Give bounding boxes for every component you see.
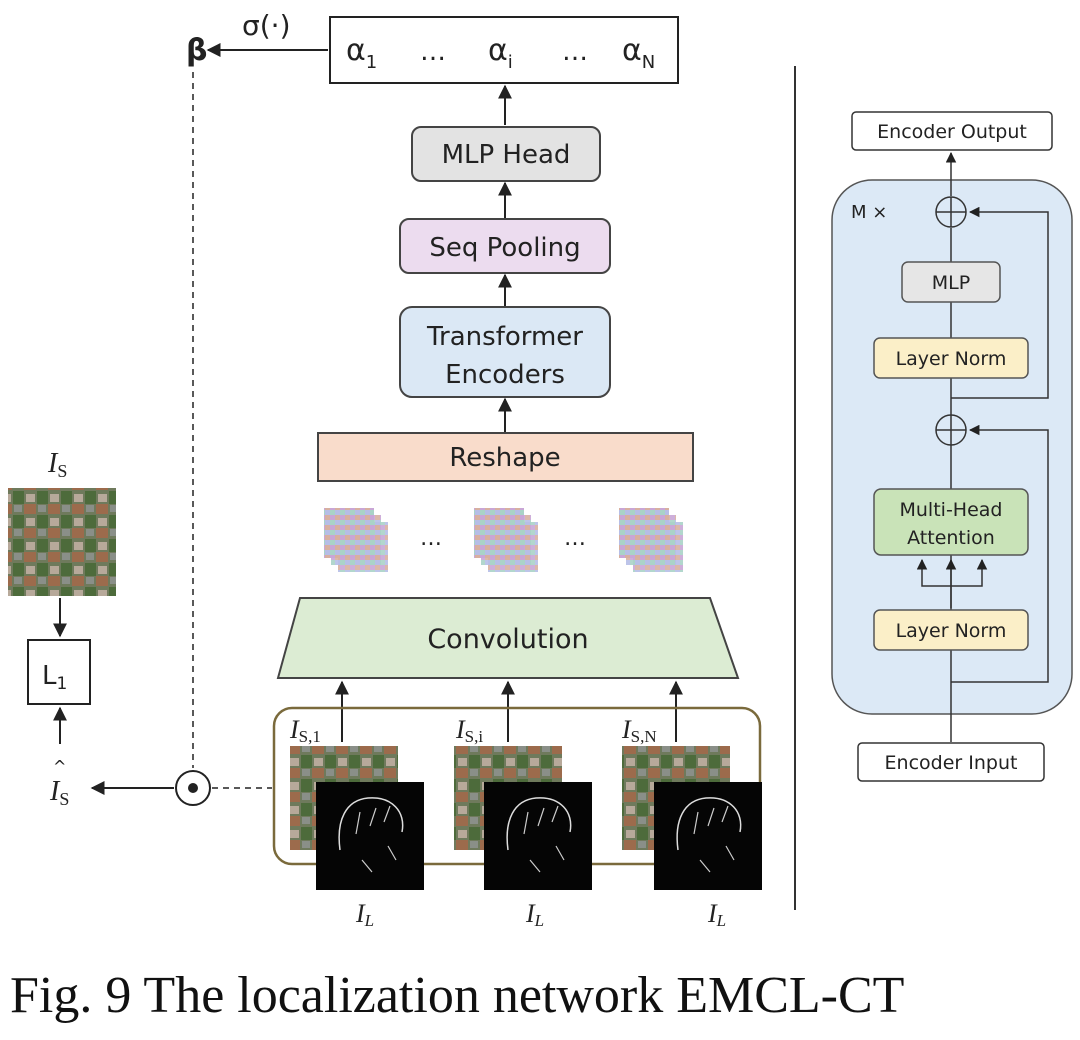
mha-label-line2: Attention xyxy=(907,527,995,549)
input-label-sn: IS,N xyxy=(621,715,657,746)
alpha-ellipsis-1: … xyxy=(420,37,446,67)
mlp-label: MLP xyxy=(932,272,970,294)
figure-caption: Fig. 9 The localization network EMCL-CT xyxy=(10,966,904,1025)
reshape-block: Reshape xyxy=(317,432,694,482)
patch-stack-3 xyxy=(619,508,683,572)
input-label-ln: IL xyxy=(707,899,726,930)
mha-label-line1: Multi-Head xyxy=(900,499,1003,521)
input-label-li: IL xyxy=(525,899,544,930)
repeat-label: M × xyxy=(851,202,887,223)
encoder-block-bg xyxy=(831,179,1073,715)
add-node-bottom xyxy=(935,414,967,446)
convolution-label: Convolution xyxy=(427,624,588,655)
line-image-l1 xyxy=(316,782,424,890)
transformer-label-line2: Encoders xyxy=(445,360,565,390)
transformer-encoders-block: Transformer Encoders xyxy=(399,306,611,398)
is-label: IS xyxy=(47,448,67,481)
line-image-li xyxy=(484,782,592,890)
beta-label: β xyxy=(186,33,207,68)
patch-ellipsis-2: … xyxy=(564,526,586,551)
line-image-ln xyxy=(654,782,762,890)
alpha-1: α1 xyxy=(346,33,377,73)
layer-norm-bottom-label: Layer Norm xyxy=(896,620,1007,642)
encoder-output-box: Encoder Output xyxy=(851,111,1053,151)
patch-ellipsis-1: … xyxy=(420,526,442,551)
mlp-block: MLP xyxy=(901,261,1001,303)
caption-name: EMCL-CT xyxy=(676,967,905,1024)
caption-prefix: Fig. 9 The localization network xyxy=(10,967,677,1024)
patch-stack-2 xyxy=(474,508,538,572)
encoder-input-label: Encoder Input xyxy=(885,752,1018,774)
alpha-ellipsis-2: … xyxy=(562,37,588,67)
add-node-top xyxy=(935,196,967,228)
multi-head-attention-block: Multi-Head Attention xyxy=(873,488,1029,556)
encoder-input-box: Encoder Input xyxy=(857,742,1045,782)
layer-norm-top-block: Layer Norm xyxy=(873,337,1029,379)
reshape-label: Reshape xyxy=(449,443,560,473)
l1-loss-box: L1 xyxy=(27,639,91,705)
sigma-label: σ(·) xyxy=(242,9,291,42)
seq-pooling-label: Seq Pooling xyxy=(429,233,580,263)
transformer-label-line1: Transformer xyxy=(426,322,583,352)
input-label-s1: IS,1 xyxy=(289,715,321,746)
layer-norm-top-label: Layer Norm xyxy=(896,348,1007,370)
layer-norm-bottom-block: Layer Norm xyxy=(873,609,1029,651)
patch-stack-1 xyxy=(324,508,388,572)
seq-pooling-block: Seq Pooling xyxy=(399,218,611,274)
residual-connection-1 xyxy=(951,424,1049,683)
elementwise-product-node xyxy=(175,770,211,806)
mlp-head-label: MLP Head xyxy=(442,140,571,170)
input-label-si: IS,i xyxy=(455,715,483,746)
qkv-arrows xyxy=(916,558,988,608)
convolution-block: Convolution xyxy=(276,597,740,679)
alpha-i: αi xyxy=(488,33,513,73)
is-aerial-image xyxy=(8,488,116,596)
is-hat-label: IS xyxy=(49,776,69,809)
hat-mark: ^ xyxy=(53,757,66,776)
l1-label: L1 xyxy=(42,661,67,694)
residual-connection-2 xyxy=(951,206,1049,399)
input-label-l1: IL xyxy=(355,899,374,930)
alpha-output-box: α1 … αi … αN xyxy=(329,16,679,84)
alpha-n: αN xyxy=(622,33,655,73)
mlp-head-block: MLP Head xyxy=(411,126,601,182)
encoder-output-label: Encoder Output xyxy=(877,121,1027,143)
